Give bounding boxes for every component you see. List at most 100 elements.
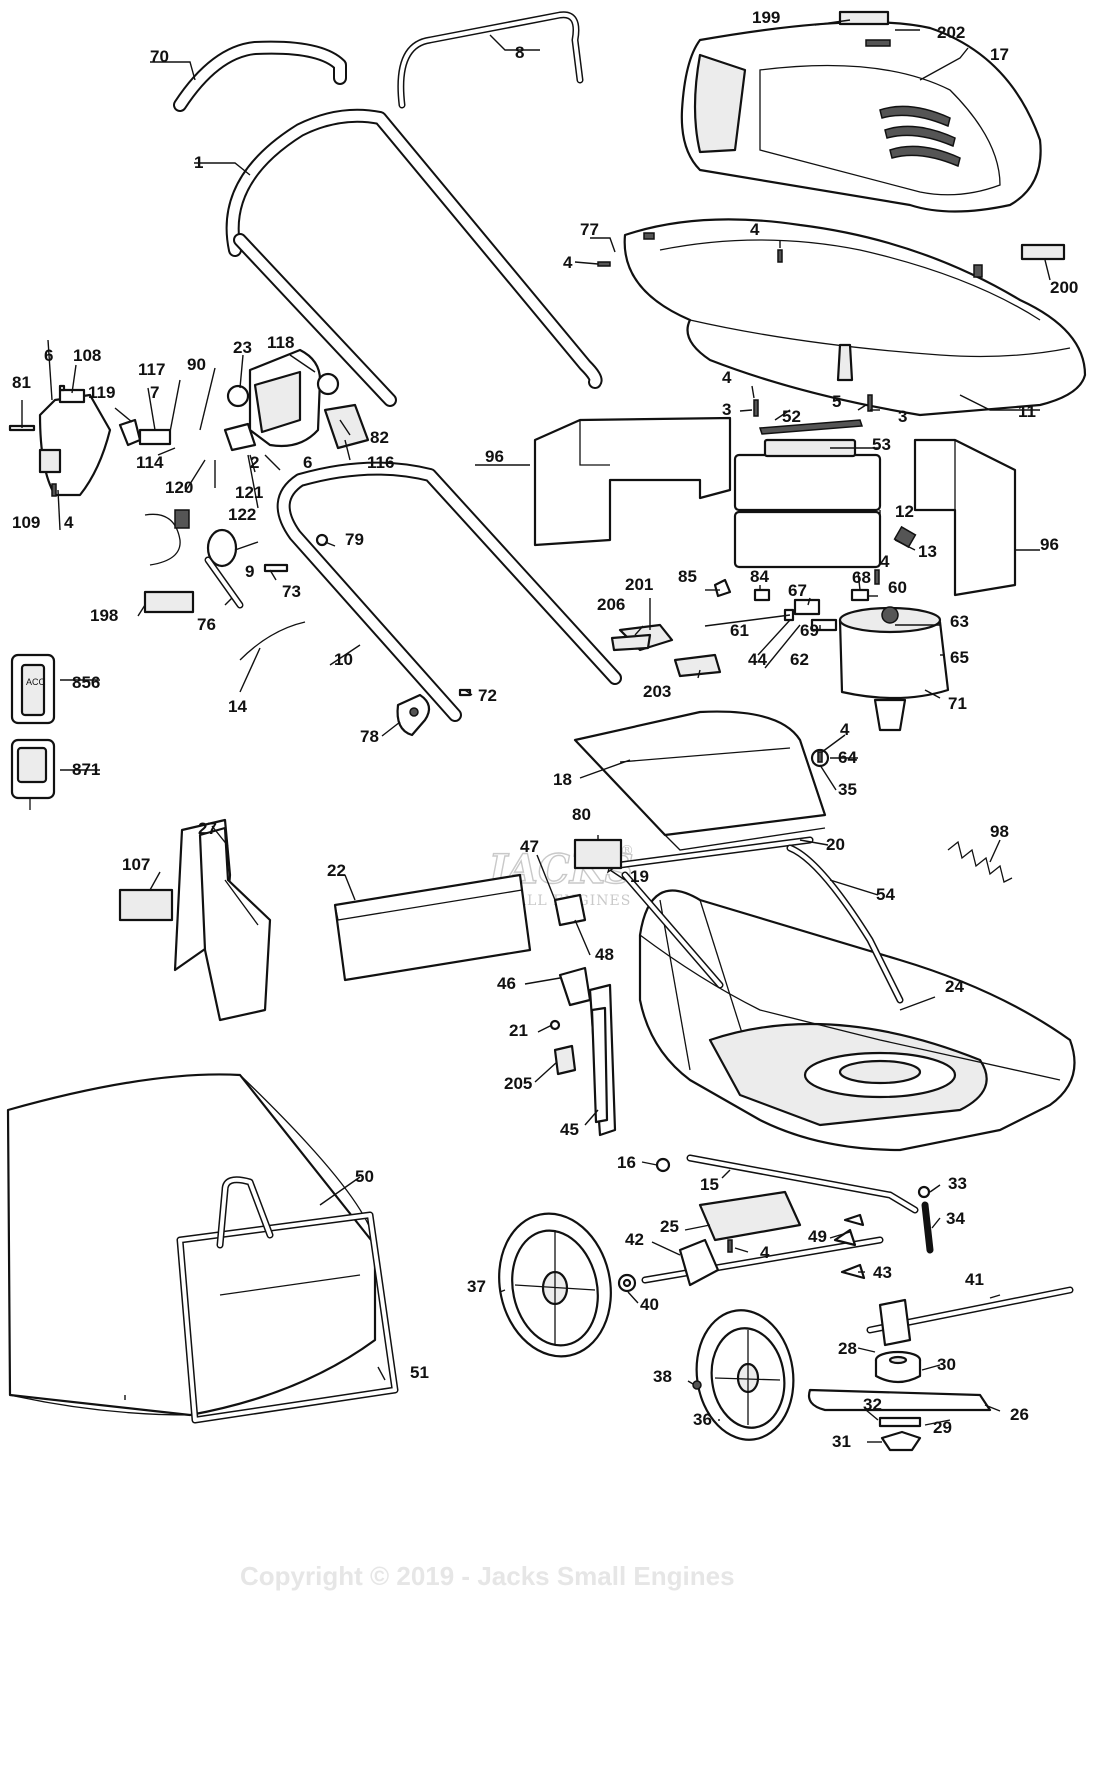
label-38: 38 [653, 1367, 672, 1386]
label-69: 69 [800, 621, 819, 640]
part-31-blade-bolt [880, 1430, 922, 1452]
label-85: 85 [678, 567, 697, 586]
label-68: 68 [852, 568, 871, 587]
part-42-height-adjuster [617, 1228, 884, 1293]
label-70: 70 [150, 47, 169, 66]
label-79: 79 [345, 530, 364, 549]
label-4-bottom: 4 [760, 1243, 770, 1262]
label-12: 12 [895, 502, 914, 521]
part-70-grip [173, 40, 347, 112]
label-15: 15 [700, 1175, 719, 1194]
part-33-clip [917, 1185, 931, 1199]
part-36-front-wheel [695, 1309, 795, 1441]
part-71-motor [838, 606, 950, 732]
part-24-mower-deck [638, 889, 1076, 1152]
label-71: 71 [948, 694, 967, 713]
label-32: 32 [863, 1395, 882, 1414]
label-34: 34 [946, 1209, 965, 1228]
part-199-label-plate [838, 10, 890, 26]
part-203-label [673, 653, 722, 678]
label-871: 871 [72, 760, 100, 779]
part-856-switch-key: ACC [10, 653, 56, 725]
part-206-label [610, 633, 652, 652]
part-16-nut [655, 1157, 671, 1173]
label-47: 47 [520, 837, 539, 856]
part-107-label [118, 888, 174, 922]
part-116-label [323, 403, 370, 450]
label-84: 84 [750, 567, 769, 586]
part-27-chute [118, 818, 272, 1022]
label-22: 22 [327, 861, 346, 880]
part-51-bag-frame [176, 1176, 399, 1424]
label-21: 21 [509, 1021, 528, 1040]
label-52: 52 [782, 407, 801, 426]
label-36: 36 [693, 1410, 712, 1429]
label-122: 122 [228, 505, 256, 524]
label-206: 206 [597, 595, 625, 614]
label-96-right: 96 [1040, 535, 1059, 554]
label-19: 19 [630, 867, 649, 886]
switch-assembly [223, 348, 340, 452]
label-37: 37 [467, 1277, 486, 1296]
part-41-front-axle [866, 1286, 1074, 1347]
label-4-screw: 4 [722, 368, 732, 387]
label-45: 45 [560, 1120, 579, 1139]
label-60: 60 [888, 578, 907, 597]
label-205: 205 [504, 1074, 532, 1093]
part-1-upper-handle [225, 108, 603, 407]
label-107: 107 [122, 855, 150, 874]
label-65: 65 [950, 648, 969, 667]
label-5: 5 [832, 392, 841, 411]
label-199: 199 [752, 8, 780, 27]
label-109: 109 [12, 513, 40, 532]
label-31: 31 [832, 1432, 851, 1451]
label-53: 53 [872, 435, 891, 454]
part-29-washer [878, 1416, 922, 1428]
label-8: 8 [515, 43, 524, 62]
label-201: 201 [625, 575, 653, 594]
part-10-lower-handle [276, 461, 622, 722]
label-42: 42 [625, 1230, 644, 1249]
part-22-rear-flap-plate [333, 873, 532, 982]
label-51: 51 [410, 1363, 429, 1382]
label-203: 203 [643, 682, 671, 701]
label-108: 108 [73, 346, 101, 365]
label-43: 43 [873, 1263, 892, 1282]
label-72: 72 [478, 686, 497, 705]
label-856: 856 [72, 673, 100, 692]
label-29: 29 [933, 1418, 952, 1437]
part-96-foam-left [533, 416, 732, 547]
label-46: 46 [497, 974, 516, 993]
label-98: 98 [990, 822, 1009, 841]
label-23: 23 [233, 338, 252, 357]
label-50: 50 [355, 1167, 374, 1186]
part-labels: 199 202 17 70 8 1 77 4 4 200 11 4 3 52 5… [12, 8, 1078, 1451]
part-8-bail-bar [397, 11, 584, 109]
label-64: 64 [838, 748, 857, 767]
label-3-right: 3 [898, 407, 907, 426]
label-202: 202 [937, 23, 965, 42]
label-119: 119 [88, 383, 115, 402]
part-96-foam-right [913, 438, 1017, 597]
label-4-motor: 4 [880, 552, 890, 571]
label-198: 198 [90, 606, 118, 625]
label-28: 28 [838, 1339, 857, 1358]
label-1: 1 [194, 153, 203, 172]
switch-box-text: ACC [26, 677, 46, 687]
label-49: 49 [808, 1227, 827, 1246]
label-63: 63 [950, 612, 969, 631]
label-62: 62 [790, 650, 809, 669]
label-6-right: 6 [303, 453, 312, 472]
part-871-charger [10, 738, 56, 810]
label-3-left: 3 [722, 400, 731, 419]
label-41: 41 [965, 1270, 984, 1289]
label-33: 33 [948, 1174, 967, 1193]
label-76: 76 [197, 615, 216, 634]
part-200-label [1020, 243, 1066, 261]
part-198-label [143, 590, 195, 614]
label-117: 117 [138, 360, 165, 379]
part-34-pin [921, 1201, 934, 1254]
label-24: 24 [945, 977, 964, 996]
part-9-knob-and-cable [143, 509, 244, 614]
